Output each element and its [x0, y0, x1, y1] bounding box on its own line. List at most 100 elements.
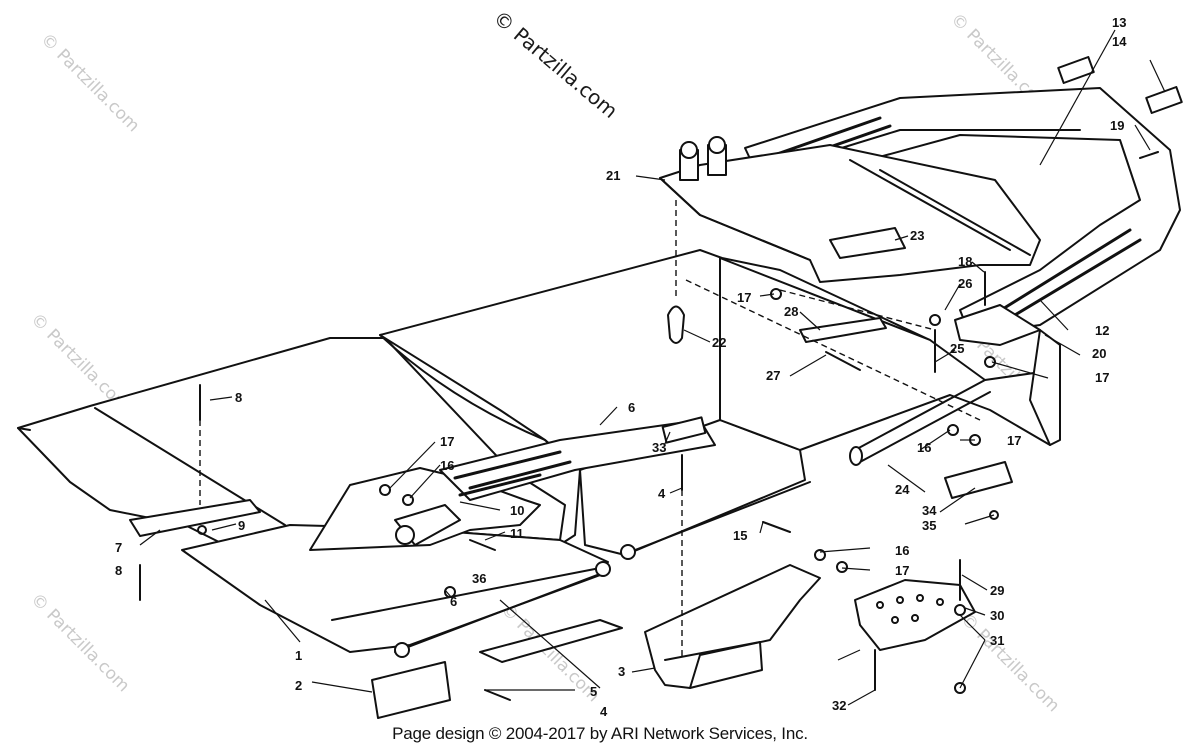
callout-label: 13 [1112, 15, 1126, 30]
part-lower-bracket [644, 564, 821, 689]
callout-label: 29 [990, 583, 1004, 598]
part-footrest-rod [394, 571, 606, 653]
part-nut [954, 682, 966, 694]
callout-label: 12 [1095, 323, 1109, 338]
watermark: © Partzilla.com [36, 29, 143, 136]
part-nut [929, 314, 941, 326]
part-step-hole [876, 601, 884, 609]
watermark: © Partzilla.com [26, 589, 133, 696]
shading [453, 450, 572, 497]
callout-label: 11 [510, 526, 524, 541]
callout-label: 17 [1007, 433, 1021, 448]
callout-label: 8 [235, 390, 242, 405]
part-pad [479, 619, 623, 663]
callout-label: 32 [832, 698, 846, 713]
callout-label: 33 [652, 440, 666, 455]
part-lower-bracket-flange [664, 641, 763, 689]
part-step-hole [936, 598, 944, 606]
part-nut [197, 525, 207, 535]
callout-label: 7 [115, 540, 122, 555]
callout-label: 4 [658, 486, 666, 501]
part-step-hole [911, 614, 919, 622]
part-inner-panel [439, 419, 716, 501]
callout-label: 23 [910, 228, 924, 243]
callout-label: 31 [990, 633, 1004, 648]
part-decal [1145, 86, 1183, 114]
part-rod-end [394, 642, 410, 658]
part-bumper-tube [854, 379, 986, 451]
callout-label: 2 [295, 678, 302, 693]
callout-label: 17 [1095, 370, 1109, 385]
part-nut [444, 586, 456, 598]
part-running-board-edge [17, 427, 31, 431]
part-nut [814, 549, 826, 561]
part-step-hole [896, 596, 904, 604]
callout-label: 5 [590, 684, 597, 699]
callout-label: 36 [472, 571, 486, 586]
callout-label: 19 [1110, 118, 1124, 133]
callout-label: 16 [895, 543, 909, 558]
part-hinge [395, 525, 415, 545]
part-step-hole [916, 594, 924, 602]
callout-label: 16 [917, 440, 931, 455]
callout-label: 17 [440, 434, 454, 449]
part-nut [947, 424, 959, 436]
part-nut [836, 561, 848, 573]
callout-label: 16 [440, 458, 454, 473]
callout-label: 17 [737, 290, 751, 305]
callout-label: 3 [618, 664, 625, 679]
part-reflector-small [944, 461, 1013, 499]
part-flat-bar [799, 317, 887, 343]
part-bolt [762, 521, 791, 533]
part-bolt [469, 539, 496, 551]
callouts: 1 2 3 4 4 5 6 6 7 8 8 9 10 11 12 13 14 1… [115, 15, 1127, 719]
part-rod-end [620, 544, 636, 560]
callout-label: 10 [510, 503, 524, 518]
callout-label: 6 [628, 400, 635, 415]
callout-label: 17 [895, 563, 909, 578]
callout-label: 21 [606, 168, 620, 183]
part-decal [1057, 56, 1095, 84]
part-bumper-tube [859, 391, 991, 463]
part-seat-post-cap [708, 136, 726, 154]
part-side-panel-flap [1029, 329, 1061, 446]
part-nut [989, 510, 999, 520]
callout-label: 25 [950, 341, 964, 356]
part-nut [402, 494, 414, 506]
part-bracket-20 [954, 304, 1041, 346]
callout-label: 27 [766, 368, 780, 383]
page-footer: Page design © 2004-2017 by ARI Network S… [392, 724, 808, 743]
callout-label: 9 [238, 518, 245, 533]
part-seat-front [659, 177, 811, 261]
part-bolt [484, 689, 511, 701]
callout-label: 22 [712, 335, 726, 350]
part-seat-rib [849, 159, 1011, 251]
part-seat-post-cap [680, 141, 698, 159]
part-seat-pad [829, 227, 906, 259]
part-bolt [825, 351, 861, 371]
callout-label: 14 [1112, 34, 1127, 49]
callout-label: 20 [1092, 346, 1106, 361]
callout-label: 34 [922, 503, 937, 518]
callout-label: 1 [295, 648, 302, 663]
callout-label: 28 [784, 304, 798, 319]
callout-label: 15 [733, 528, 747, 543]
part-bumper-end [849, 446, 863, 466]
assembly-lines [199, 200, 981, 660]
callout-label: 8 [115, 563, 122, 578]
part-reflector [661, 416, 707, 444]
part-footrest-rod [331, 567, 601, 621]
part-bolt [1139, 151, 1159, 159]
part-rod-end [595, 561, 611, 577]
part-pivot [667, 305, 685, 344]
callout-label: 30 [990, 608, 1004, 623]
part-tunnel-rod [629, 481, 811, 553]
part-plate [371, 661, 451, 719]
part-tunnel-fold [379, 334, 546, 441]
leader-lines [139, 29, 1166, 706]
part-seat-rib [879, 169, 1031, 256]
callout-label: 6 [450, 594, 457, 609]
top-watermark: © Partzilla.com [489, 5, 623, 123]
